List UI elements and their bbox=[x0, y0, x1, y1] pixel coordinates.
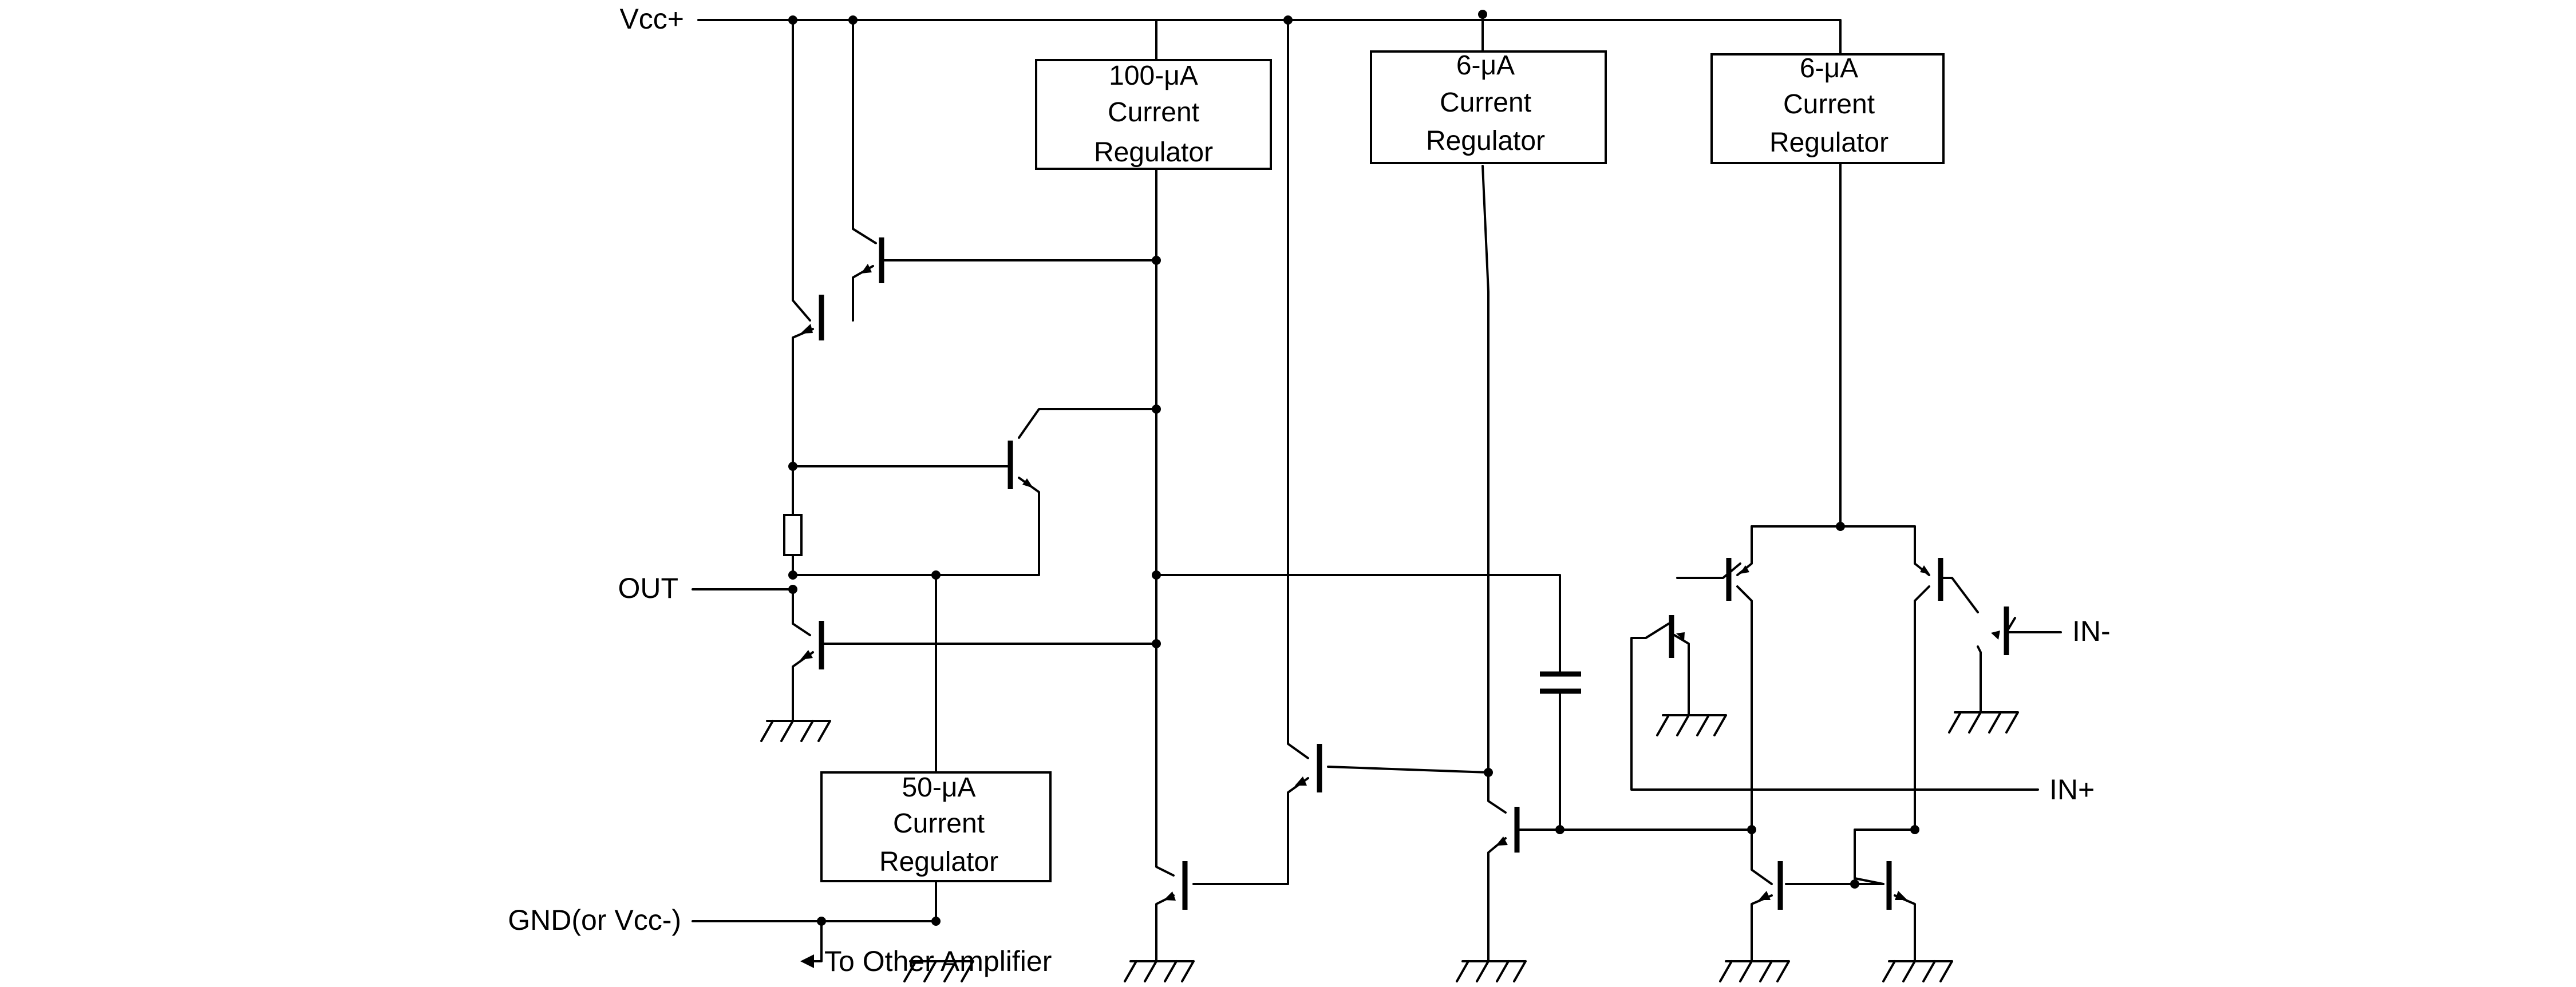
arrow-q-top-right bbox=[861, 264, 872, 273]
wire-mid-npn-emitter bbox=[792, 477, 1040, 576]
ground-icon bbox=[1456, 960, 1527, 982]
label-vcc-plus: Vcc+ bbox=[619, 3, 684, 35]
ground-icon bbox=[1124, 960, 1195, 982]
capacitor bbox=[1540, 671, 1581, 694]
ground-icon bbox=[903, 960, 974, 982]
regulator-6ua-a-line1: 6-μA bbox=[1456, 50, 1515, 81]
regulator-6ua-a-line3: Regulator bbox=[1426, 126, 1545, 156]
label-in-minus: IN- bbox=[2072, 615, 2111, 647]
arrow-q-top-left bbox=[800, 324, 813, 334]
ground-icon bbox=[760, 720, 831, 742]
wire-buf-left-emitter bbox=[1673, 634, 1690, 716]
wire-diff-right-base bbox=[1942, 577, 1979, 613]
vcc-rail bbox=[697, 19, 1842, 56]
wire-buf-right-collector bbox=[2005, 617, 2062, 633]
wire-cap-bottom bbox=[1519, 691, 1561, 831]
regulator-50ua-line3: Regulator bbox=[879, 847, 998, 877]
transistor-bars bbox=[819, 237, 2009, 910]
arrow-q-diff-right bbox=[1920, 565, 1930, 574]
regulator-6ua-b-line2: Current bbox=[1783, 89, 1875, 120]
wire-comp-top bbox=[1155, 574, 1561, 673]
arrow-q-mid-center bbox=[1295, 776, 1307, 786]
output-arrow-icon bbox=[800, 954, 814, 968]
wire-qm-base bbox=[1327, 766, 1490, 774]
label-out: OUT bbox=[618, 572, 678, 604]
ground-icon bbox=[1948, 711, 2019, 734]
regulator-100ua-line1: 100-μA bbox=[1109, 61, 1198, 91]
arrow-q-out-lower bbox=[800, 650, 813, 660]
wire-out-lower-collector bbox=[792, 588, 811, 636]
regulator-6ua-a: 6-μA Current Regulator bbox=[1370, 50, 1607, 164]
regulator-50ua-line1: 50-μA bbox=[902, 772, 975, 803]
resistor bbox=[783, 514, 803, 556]
regulator-100ua: 100-μA Current Regulator bbox=[1035, 59, 1272, 170]
arrow-q-lower-right bbox=[1496, 837, 1508, 846]
wire-qm-collector bbox=[1287, 19, 1309, 759]
wire-mirror-right-emitter bbox=[1894, 894, 1916, 962]
wire-diff-left-base bbox=[1676, 562, 1741, 579]
regulator-6ua-b-line1: 6-μA bbox=[1800, 53, 1858, 84]
arrow-q-buf-right bbox=[1991, 631, 2000, 640]
arrow-q-lower-left bbox=[1164, 891, 1176, 901]
regulator-50ua: 50-μA Current Regulator bbox=[820, 771, 1052, 882]
arrow-q-diff-left bbox=[1740, 565, 1749, 574]
q-top-left-collector bbox=[792, 19, 811, 322]
wire-6ua-a-output bbox=[1481, 165, 1507, 814]
junction-dots bbox=[788, 10, 1919, 926]
ground-symbols bbox=[760, 711, 2019, 982]
wire-out-lower-emitter bbox=[792, 651, 814, 722]
regulator-50ua-line2: Current bbox=[893, 808, 985, 839]
regulator-6ua-b: 6-μA Current Regulator bbox=[1710, 53, 1945, 164]
wire-mirror-left-emitter bbox=[1751, 894, 1773, 962]
label-in-plus: IN+ bbox=[2049, 774, 2095, 806]
wire-ql-emitter bbox=[1155, 894, 1175, 962]
regulator-100ua-line2: Current bbox=[1108, 97, 1199, 128]
arrow-q-buf-left bbox=[1676, 632, 1685, 641]
wire-diff-left-col bbox=[1736, 585, 1773, 885]
wire-qr-emitter bbox=[1487, 837, 1507, 962]
arrow-q-mirror-left bbox=[1759, 891, 1771, 900]
wire-mid-npn-collector bbox=[1018, 408, 1157, 439]
regulator-6ua-b-line3: Regulator bbox=[1769, 128, 1888, 158]
wire-diff-right-col bbox=[1854, 585, 1930, 885]
q-top-right-emitter bbox=[852, 265, 874, 322]
arrow-q-mid-npn bbox=[1022, 478, 1033, 488]
ground-icon bbox=[1656, 714, 1727, 736]
label-to-other-amplifier: To Other Amplifier bbox=[824, 945, 1052, 977]
regulator-100ua-line3: Regulator bbox=[1094, 137, 1213, 168]
bus-100ua bbox=[1155, 165, 1175, 877]
ground-icon bbox=[1882, 960, 1953, 982]
wire-ql-base bbox=[1192, 777, 1309, 885]
regulator-6ua-a-line2: Current bbox=[1440, 88, 1531, 118]
wire-diff-right-top bbox=[1914, 525, 1930, 576]
emitter-arrows bbox=[800, 264, 2000, 901]
label-gnd: GND(or Vcc-) bbox=[508, 904, 681, 936]
q-top-right-collector bbox=[852, 19, 877, 244]
wire-buf-left-collector bbox=[1630, 623, 2039, 791]
wire-buf-right-emitter bbox=[1977, 645, 1982, 714]
arrow-q-mirror-right bbox=[1895, 891, 1907, 900]
ground-icon bbox=[1719, 960, 1790, 982]
